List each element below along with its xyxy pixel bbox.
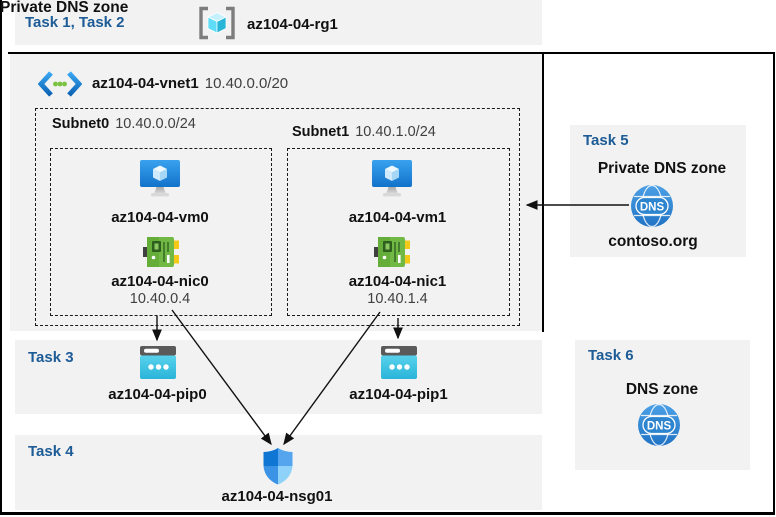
task5-title: Private DNS zone [597, 160, 727, 177]
subnet0-vm-boundary [50, 148, 272, 316]
vnet-right-border [542, 52, 544, 332]
nic1-ip: 10.40.1.4 [367, 291, 428, 307]
vm1-icon [371, 159, 413, 199]
pip1-label: az104-04-pip1 [349, 386, 448, 403]
resource-group-icon [197, 6, 237, 40]
vnet-region [10, 54, 542, 331]
task5-label: Task 5 [583, 132, 629, 149]
vnet-cidr: 10.40.0.0/20 [204, 75, 289, 92]
subnet1-vm-boundary [287, 148, 510, 316]
nic0-label: az104-04-nic0 [111, 273, 209, 290]
nic0-ip: 10.40.0.4 [129, 291, 191, 307]
vnet-name: az104-04-vnet1 [92, 75, 199, 92]
nsg-shield-icon [262, 447, 294, 485]
subnet0-name: Subnet0 [52, 116, 110, 132]
task6-label: Task 6 [588, 347, 634, 364]
border-bottom [0, 512, 775, 515]
vm0-label: az104-04-vm0 [111, 209, 209, 226]
border-top [8, 52, 773, 54]
border-right [773, 52, 775, 513]
subnet1-name: Subnet1 [292, 124, 350, 140]
nic0-icon [143, 236, 179, 268]
task3-label: Task 3 [28, 349, 74, 366]
subnets-boundary [35, 108, 520, 326]
pip0-label: az104-04-pip0 [108, 386, 207, 403]
task5-zone-name: contoso.org [608, 233, 698, 250]
vnet-icon [38, 70, 82, 98]
pip1-icon [381, 346, 417, 379]
subnet0-cidr: 10.40.0.0/24 [115, 116, 196, 132]
dns-icon-text: DNS [647, 421, 672, 433]
private-dns-globe-icon: DNS [630, 184, 674, 228]
task6-title: DNS zone [625, 381, 699, 398]
task4-label: Task 4 [28, 443, 74, 460]
nic1-icon [374, 236, 410, 268]
resource-group-name: az104-04-rg1 [247, 16, 338, 33]
task12-band [15, 0, 542, 45]
subnet1-cidr: 10.40.1.0/24 [355, 124, 436, 140]
border-left [0, 0, 2, 515]
nsg-label: az104-04-nsg01 [221, 488, 333, 505]
vm1-label: az104-04-vm1 [348, 209, 447, 226]
private-dns-zone-title: Private DNS zone [0, 0, 129, 16]
dns-icon-text: DNS [640, 202, 665, 214]
task3-band [15, 340, 542, 414]
vm0-icon [139, 159, 181, 199]
pip0-icon [140, 346, 176, 379]
task12-label: Task 1, Task 2 [25, 14, 125, 31]
dns-zone-globe-icon: DNS [637, 403, 681, 447]
nic1-label: az104-04-nic1 [348, 273, 447, 290]
